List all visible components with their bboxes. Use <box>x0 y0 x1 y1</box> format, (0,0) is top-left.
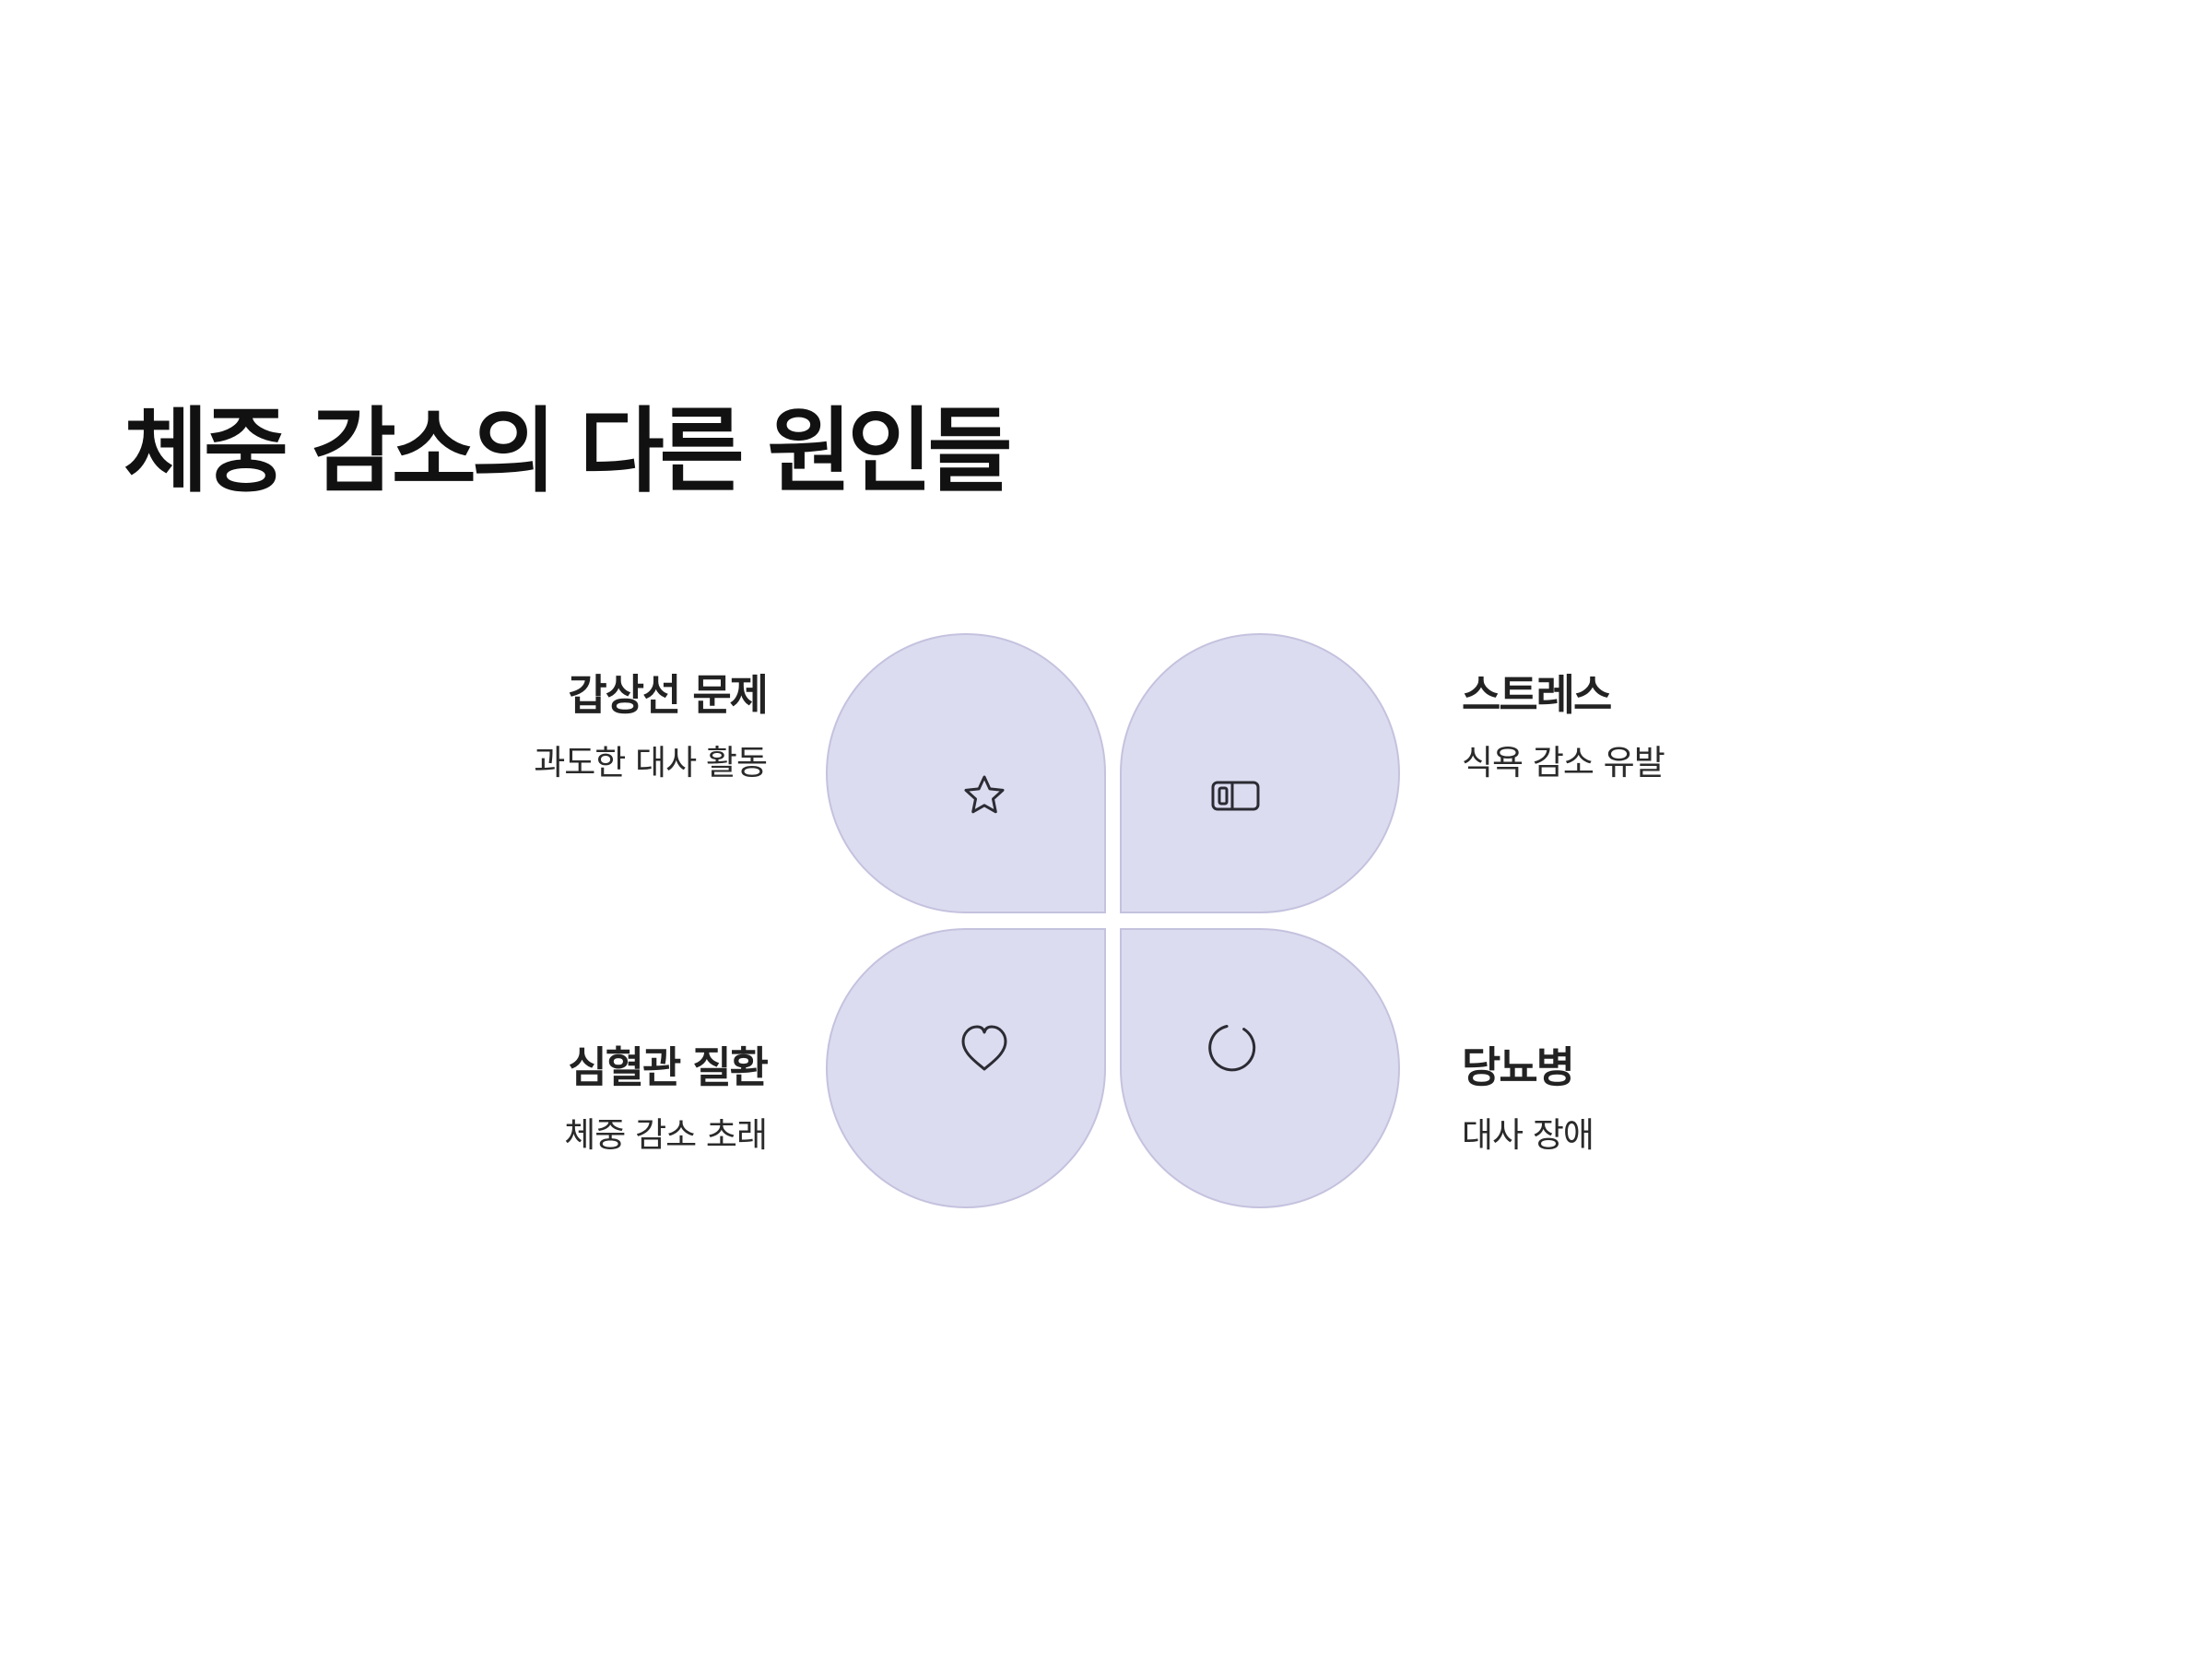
cause-cardiovascular-heading: 심혈관 질환 <box>568 1042 769 1092</box>
cause-stress-description: 식욕 감소 유발 <box>1462 743 1665 782</box>
cause-diabetes-description: 대사 장애 <box>1462 1115 1594 1155</box>
star-icon <box>964 775 1005 814</box>
cause-cardiovascular-description: 체중 감소 초래 <box>564 1115 768 1155</box>
cause-thyroid-description: 과도한 대사 활동 <box>534 743 768 782</box>
heart-icon <box>961 1025 1007 1071</box>
toggle-icon <box>1211 781 1260 811</box>
cause-stress-heading: 스트레스 <box>1462 670 1612 720</box>
petal-bottom-right <box>1119 927 1400 1208</box>
cause-diabetes-heading: 당뇨병 <box>1462 1042 1575 1092</box>
page-title: 체중 감소의 다른 원인들 <box>124 397 1012 505</box>
petal-bottom-left <box>826 927 1107 1208</box>
cause-thyroid-heading: 갑상선 문제 <box>568 670 769 720</box>
loading-circle-icon <box>1208 1025 1256 1072</box>
petal-top-right <box>1119 633 1400 914</box>
cause-diabetes: 당뇨병 대사 장애 <box>1462 1038 1594 1159</box>
petal-top-left <box>826 633 1107 914</box>
cause-stress: 스트레스 식욕 감소 유발 <box>1462 665 1665 787</box>
cause-cardiovascular: 심혈관 질환 체중 감소 초래 <box>564 1038 769 1159</box>
cause-thyroid: 갑상선 문제 과도한 대사 활동 <box>534 665 769 787</box>
